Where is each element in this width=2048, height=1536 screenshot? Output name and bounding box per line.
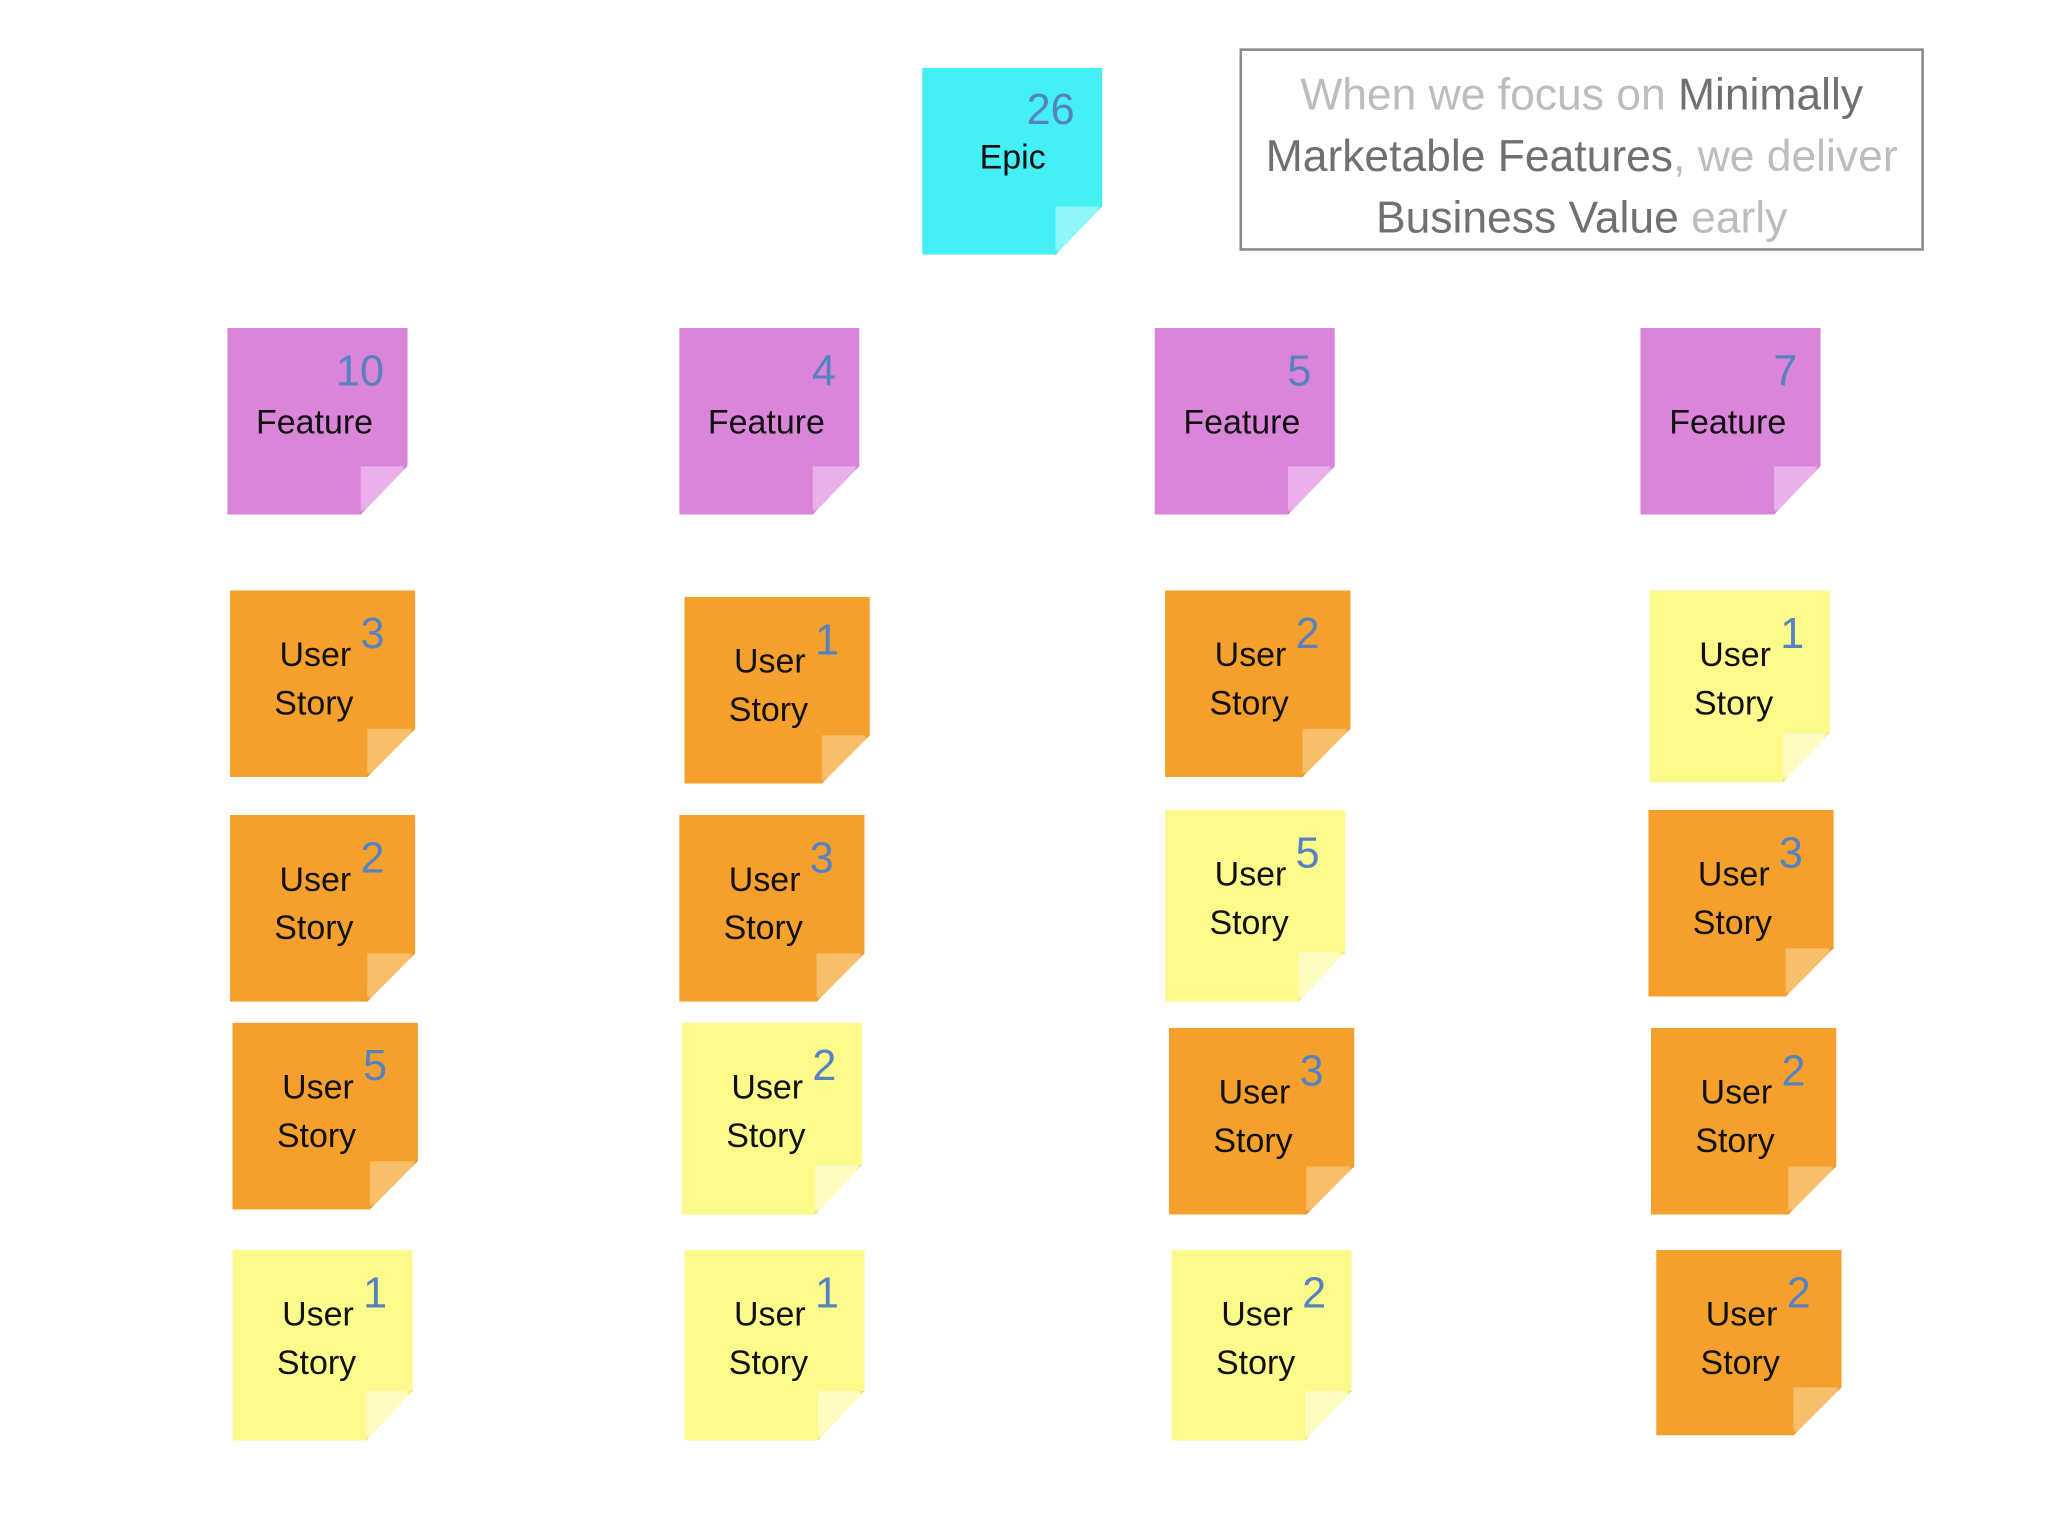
- story-points: 3: [1299, 1046, 1324, 1095]
- callout-text: When we focus on: [1300, 70, 1678, 121]
- feature-label: Feature: [1183, 402, 1301, 442]
- story-points: 1: [815, 1268, 839, 1317]
- story-label-line2: Story: [1694, 683, 1774, 723]
- feature-points: 7: [1773, 346, 1798, 395]
- story-label-line1: User: [279, 634, 352, 674]
- story-label-line1: User: [734, 1294, 806, 1334]
- story-points: 1: [1780, 608, 1805, 657]
- story-label-line2: Story: [723, 907, 803, 947]
- callout-emphasis: Business Value: [1375, 193, 1679, 243]
- feature-points: 10: [336, 346, 384, 395]
- feature-label: Feature: [1669, 402, 1787, 442]
- story-label-line1: User: [731, 1067, 804, 1107]
- story-label-line1: User: [282, 1067, 354, 1107]
- story-label-line1: User: [1699, 634, 1771, 674]
- story-label-line1: User: [1214, 854, 1287, 894]
- mmf-callout: When we focus on Minimally Marketable Fe…: [1239, 48, 1924, 251]
- story-points: 5: [363, 1040, 388, 1090]
- story-label-line2: Story: [1700, 1342, 1780, 1382]
- story-label-line1: User: [1214, 634, 1287, 674]
- feature-points: 5: [1287, 346, 1312, 395]
- story-points: 2: [1295, 608, 1320, 657]
- feature-label: Feature: [255, 402, 374, 442]
- feature-label: Feature: [707, 402, 825, 442]
- story-label-line1: User: [279, 859, 352, 899]
- callout-text: , we deliver: [1673, 131, 1898, 182]
- story-label-line1: User: [282, 1294, 354, 1334]
- story-points: 2: [1302, 1268, 1327, 1317]
- story-points: 2: [360, 833, 385, 882]
- story-label-line2: Story: [726, 1115, 806, 1155]
- story-points: 2: [1781, 1046, 1806, 1095]
- story-points: 2: [1786, 1268, 1811, 1317]
- story-label-line2: Story: [274, 683, 354, 723]
- story-label-line2: Story: [1209, 902, 1289, 942]
- story-label-line2: Story: [276, 1115, 357, 1155]
- story-label-line2: Story: [728, 1342, 809, 1382]
- story-label-line2: Story: [1213, 1120, 1293, 1160]
- story-label-line1: User: [1700, 1072, 1773, 1112]
- story-points: 1: [363, 1268, 388, 1317]
- story-label-line2: Story: [1695, 1120, 1775, 1160]
- story-label-line1: User: [1697, 854, 1770, 894]
- story-label-line1: User: [1221, 1294, 1293, 1334]
- feature-points: 4: [811, 346, 836, 395]
- story-label-line2: Story: [1215, 1342, 1296, 1382]
- story-label-line1: User: [1218, 1072, 1291, 1112]
- story-label-line2: Story: [274, 907, 354, 947]
- story-points: 5: [1295, 828, 1320, 877]
- story-label-line2: Story: [1209, 683, 1289, 723]
- story-label-line1: User: [728, 859, 801, 899]
- story-label-line2: Story: [1692, 902, 1772, 942]
- story-points: 1: [815, 615, 839, 664]
- story-label-line2: Story: [276, 1342, 357, 1382]
- story-label-line1: User: [734, 641, 806, 681]
- story-points: 3: [809, 833, 834, 882]
- callout-text: early: [1678, 193, 1788, 243]
- epic-points: 26: [1026, 84, 1075, 134]
- callout-emphasis: Minimally Marketable Features: [1265, 70, 1864, 182]
- epic-label: Epic: [979, 137, 1046, 177]
- story-points: 3: [360, 608, 385, 657]
- story-label-line1: User: [1705, 1294, 1778, 1334]
- story-points: 3: [1778, 828, 1803, 877]
- story-points: 2: [812, 1040, 837, 1090]
- story-label-line2: Story: [728, 689, 809, 729]
